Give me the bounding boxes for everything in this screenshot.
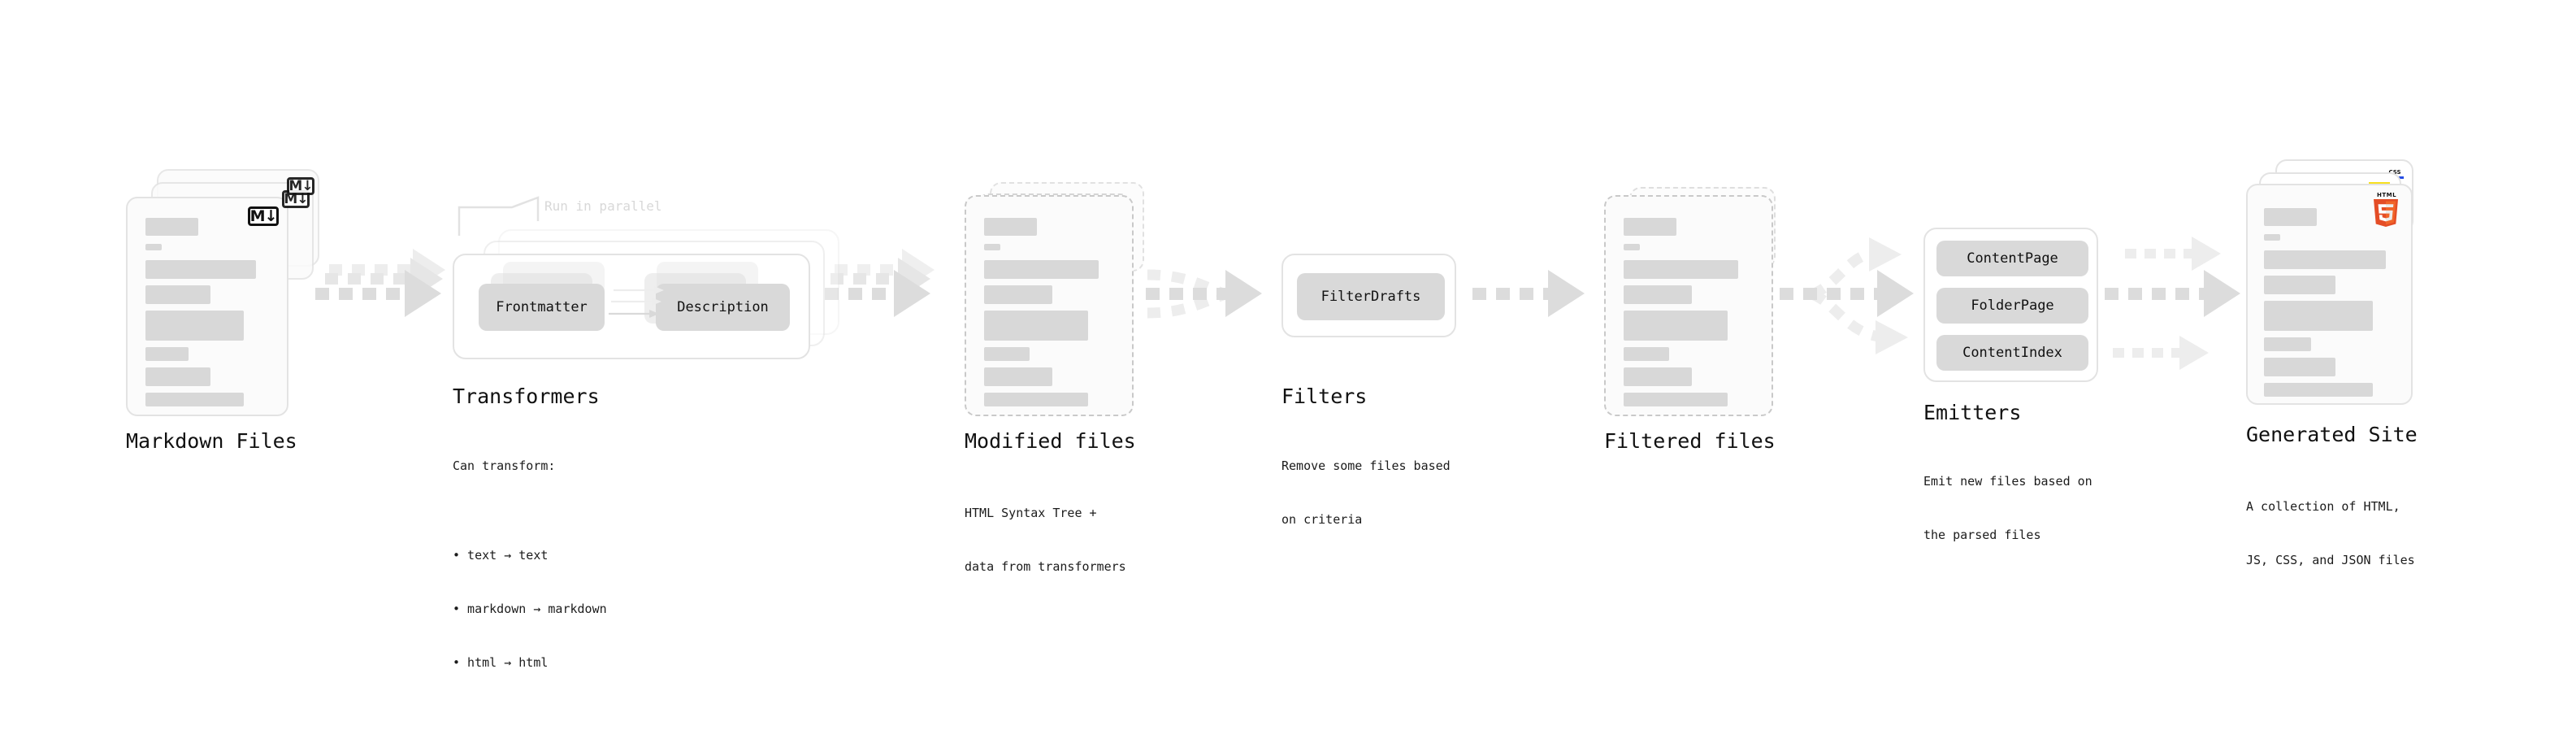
- arrow-layer: [315, 196, 2240, 370]
- arrow-filters-to-filtered: [1472, 270, 1585, 317]
- pipeline-diagram: M↓ M↓ M↓ Markdown Files Frontmatter Desc…: [126, 159, 2418, 670]
- emitters-subtitle-line: Emit new files based on: [1923, 474, 2092, 489]
- transformers-bullets: • text → text • markdown → markdown • ht…: [453, 511, 607, 707]
- emitter-pill-contentindex[interactable]: ContentIndex: [1936, 335, 2088, 371]
- skeleton-line: [145, 260, 256, 279]
- stage-title-emitters: Emitters: [1923, 401, 2022, 424]
- skeleton-line: [145, 285, 210, 304]
- transformers-bullet: • markdown → markdown: [453, 602, 607, 616]
- emitters-box: ContentPage FolderPage ContentIndex: [1923, 228, 2098, 382]
- arrow-markdown-to-transformers: [315, 249, 445, 317]
- skeleton-line: [1624, 347, 1669, 361]
- skeleton-line: [145, 393, 244, 406]
- skeleton-line: [2264, 208, 2317, 226]
- run-in-parallel-label: Run in parallel: [544, 198, 662, 214]
- stage-subtitle-generated-site: A collection of HTML, JS, CSS, and JSON …: [2246, 462, 2415, 605]
- transformers-subtitle-line: Can transform:: [453, 458, 556, 473]
- site-subtitle-line: JS, CSS, and JSON files: [2246, 553, 2415, 567]
- skeleton-line: [145, 218, 198, 236]
- stage-subtitle-filters: Remove some files based on criteria: [1281, 421, 1451, 564]
- markdown-badge-icon: M↓: [248, 206, 279, 226]
- stage-subtitle-transformers: Can transform: • text → text • markdown …: [453, 421, 607, 743]
- filters-box: FilterDrafts: [1281, 254, 1456, 337]
- skeleton-line: [1624, 367, 1692, 386]
- filtered-card-front: [1604, 195, 1773, 416]
- skeleton-line: [1624, 393, 1728, 406]
- skeleton-line: [984, 218, 1037, 236]
- skeleton-line: [1624, 260, 1738, 279]
- skeleton-line: [1624, 218, 1676, 236]
- modified-subtitle-line: data from transformers: [965, 559, 1126, 574]
- skeleton-line: [145, 244, 162, 250]
- skeleton-line: [145, 311, 244, 341]
- skeleton-line: [2264, 337, 2311, 351]
- skeleton-line: [984, 393, 1088, 406]
- modified-card-front: [965, 195, 1134, 416]
- skeleton-line: [2264, 276, 2335, 294]
- arrow-filtered-to-emitters: [1780, 237, 1914, 354]
- emitter-pill-contentpage[interactable]: ContentPage: [1936, 241, 2088, 276]
- modified-subtitle-line: HTML Syntax Tree +: [965, 506, 1097, 520]
- stage-title-modified-files: Modified files: [965, 429, 1136, 453]
- html5-badge-icon: HTML: [2372, 192, 2401, 227]
- filters-subtitle-line: on criteria: [1281, 512, 1363, 527]
- stage-title-generated-site: Generated Site: [2246, 423, 2418, 446]
- inner-arrow-icons: [609, 286, 664, 318]
- html5-shield-icon: [2373, 199, 2399, 227]
- emitters-subtitle-line: the parsed files: [1923, 528, 2041, 542]
- skeleton-line: [2264, 383, 2373, 397]
- transformers-bullet: • text → text: [453, 548, 549, 563]
- stage-title-filters: Filters: [1281, 385, 1368, 408]
- skeleton-line: [984, 285, 1052, 304]
- skeleton-line: [2264, 234, 2280, 241]
- skeleton-line: [1624, 285, 1692, 304]
- transformers-box-front: Frontmatter Description: [453, 254, 810, 359]
- stage-subtitle-modified-files: HTML Syntax Tree + data from transformer…: [965, 468, 1126, 611]
- skeleton-line: [1624, 244, 1640, 250]
- skeleton-line: [1624, 311, 1728, 341]
- site-card-html: HTML: [2246, 184, 2413, 405]
- arrow-modified-to-filters: [1146, 269, 1262, 319]
- stage-subtitle-emitters: Emit new files based on the parsed files: [1923, 437, 2092, 580]
- skeleton-line: [984, 311, 1088, 341]
- filters-subtitle-line: Remove some files based: [1281, 458, 1451, 473]
- site-subtitle-line: A collection of HTML,: [2246, 499, 2400, 514]
- stage-title-transformers: Transformers: [453, 385, 600, 408]
- transformer-pill-description[interactable]: Description: [656, 284, 790, 331]
- skeleton-line: [145, 367, 210, 386]
- skeleton-line: [2264, 301, 2373, 331]
- skeleton-line: [984, 260, 1099, 279]
- skeleton-line: [984, 367, 1052, 386]
- skeleton-line: [2264, 358, 2335, 376]
- skeleton-line: [145, 347, 189, 361]
- skeleton-line: [984, 244, 1000, 250]
- transformers-bullet: • html → html: [453, 655, 549, 670]
- transformer-pill-frontmatter[interactable]: Frontmatter: [479, 284, 605, 331]
- stage-title-filtered-files: Filtered files: [1604, 429, 1776, 453]
- skeleton-line: [2264, 250, 2386, 269]
- markdown-card-front: M↓: [126, 197, 288, 416]
- skeleton-line: [984, 347, 1030, 361]
- css-badge-label: CSS: [2388, 169, 2401, 176]
- filter-pill-filterdrafts[interactable]: FilterDrafts: [1297, 273, 1445, 320]
- arrow-emitters-to-site: [2105, 237, 2240, 370]
- html5-badge-label: HTML: [2376, 192, 2397, 198]
- markdown-badge-icon-ghost: M↓: [287, 177, 314, 195]
- emitter-pill-folderpage[interactable]: FolderPage: [1936, 288, 2088, 324]
- stage-title-markdown-files: Markdown Files: [126, 429, 297, 453]
- arrow-transformers-to-modified: [825, 249, 935, 317]
